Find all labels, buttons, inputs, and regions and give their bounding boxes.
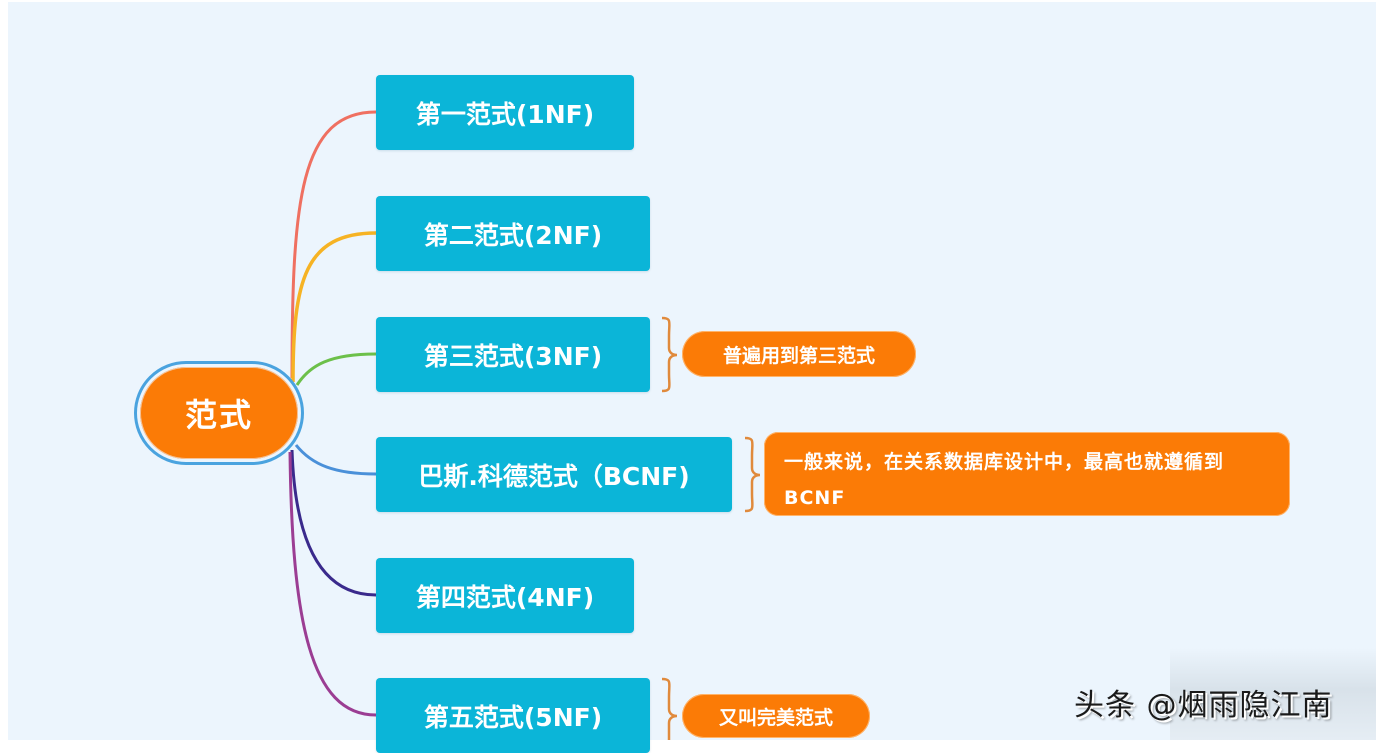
watermark: 头条 @烟雨隐江南 <box>1074 688 1333 723</box>
brace-3nf <box>661 316 678 393</box>
node-bcnf[interactable]: 巴斯.科德范式（BCNF) <box>376 437 732 512</box>
node-4nf[interactable]: 第四范式(4NF) <box>376 558 634 633</box>
node-4nf-label: 第四范式(4NF) <box>415 582 595 612</box>
brace-5nf <box>661 677 678 740</box>
link-3nf <box>295 352 377 386</box>
link-2nf <box>291 231 377 383</box>
note-3nf[interactable]: 普遍用到第三范式 <box>682 331 916 377</box>
node-2nf[interactable]: 第二范式(2NF) <box>376 196 650 271</box>
note-bcnf-text: 一般来说，在关系数据库设计中，最高也就遵循到BCNF <box>784 451 1225 509</box>
node-bcnf-label: 巴斯.科德范式（BCNF) <box>418 461 690 491</box>
node-3nf[interactable]: 第三范式(3NF) <box>376 317 650 392</box>
link-1nf <box>290 110 377 379</box>
note-5nf[interactable]: 又叫完美范式 <box>682 694 870 738</box>
root-node[interactable]: 范式 <box>134 361 304 465</box>
root-node-label: 范式 <box>140 367 298 459</box>
node-2nf-label: 第二范式(2NF) <box>423 220 603 250</box>
note-3nf-text: 普遍用到第三范式 <box>722 344 875 367</box>
watermark-shade <box>1170 648 1376 740</box>
link-bcnf <box>294 444 377 476</box>
node-3nf-label: 第三范式(3NF) <box>423 341 603 371</box>
brace-bcnf <box>744 436 761 513</box>
link-4nf <box>290 449 377 597</box>
link-5nf <box>288 451 377 717</box>
node-5nf-label: 第五范式(5NF) <box>423 702 603 732</box>
node-1nf-label: 第一范式(1NF) <box>415 99 595 129</box>
note-bcnf[interactable]: 一般来说，在关系数据库设计中，最高也就遵循到BCNF <box>764 432 1290 516</box>
node-5nf[interactable]: 第五范式(5NF) <box>376 678 650 753</box>
node-1nf[interactable]: 第一范式(1NF) <box>376 75 634 150</box>
note-5nf-text: 又叫完美范式 <box>718 706 833 729</box>
